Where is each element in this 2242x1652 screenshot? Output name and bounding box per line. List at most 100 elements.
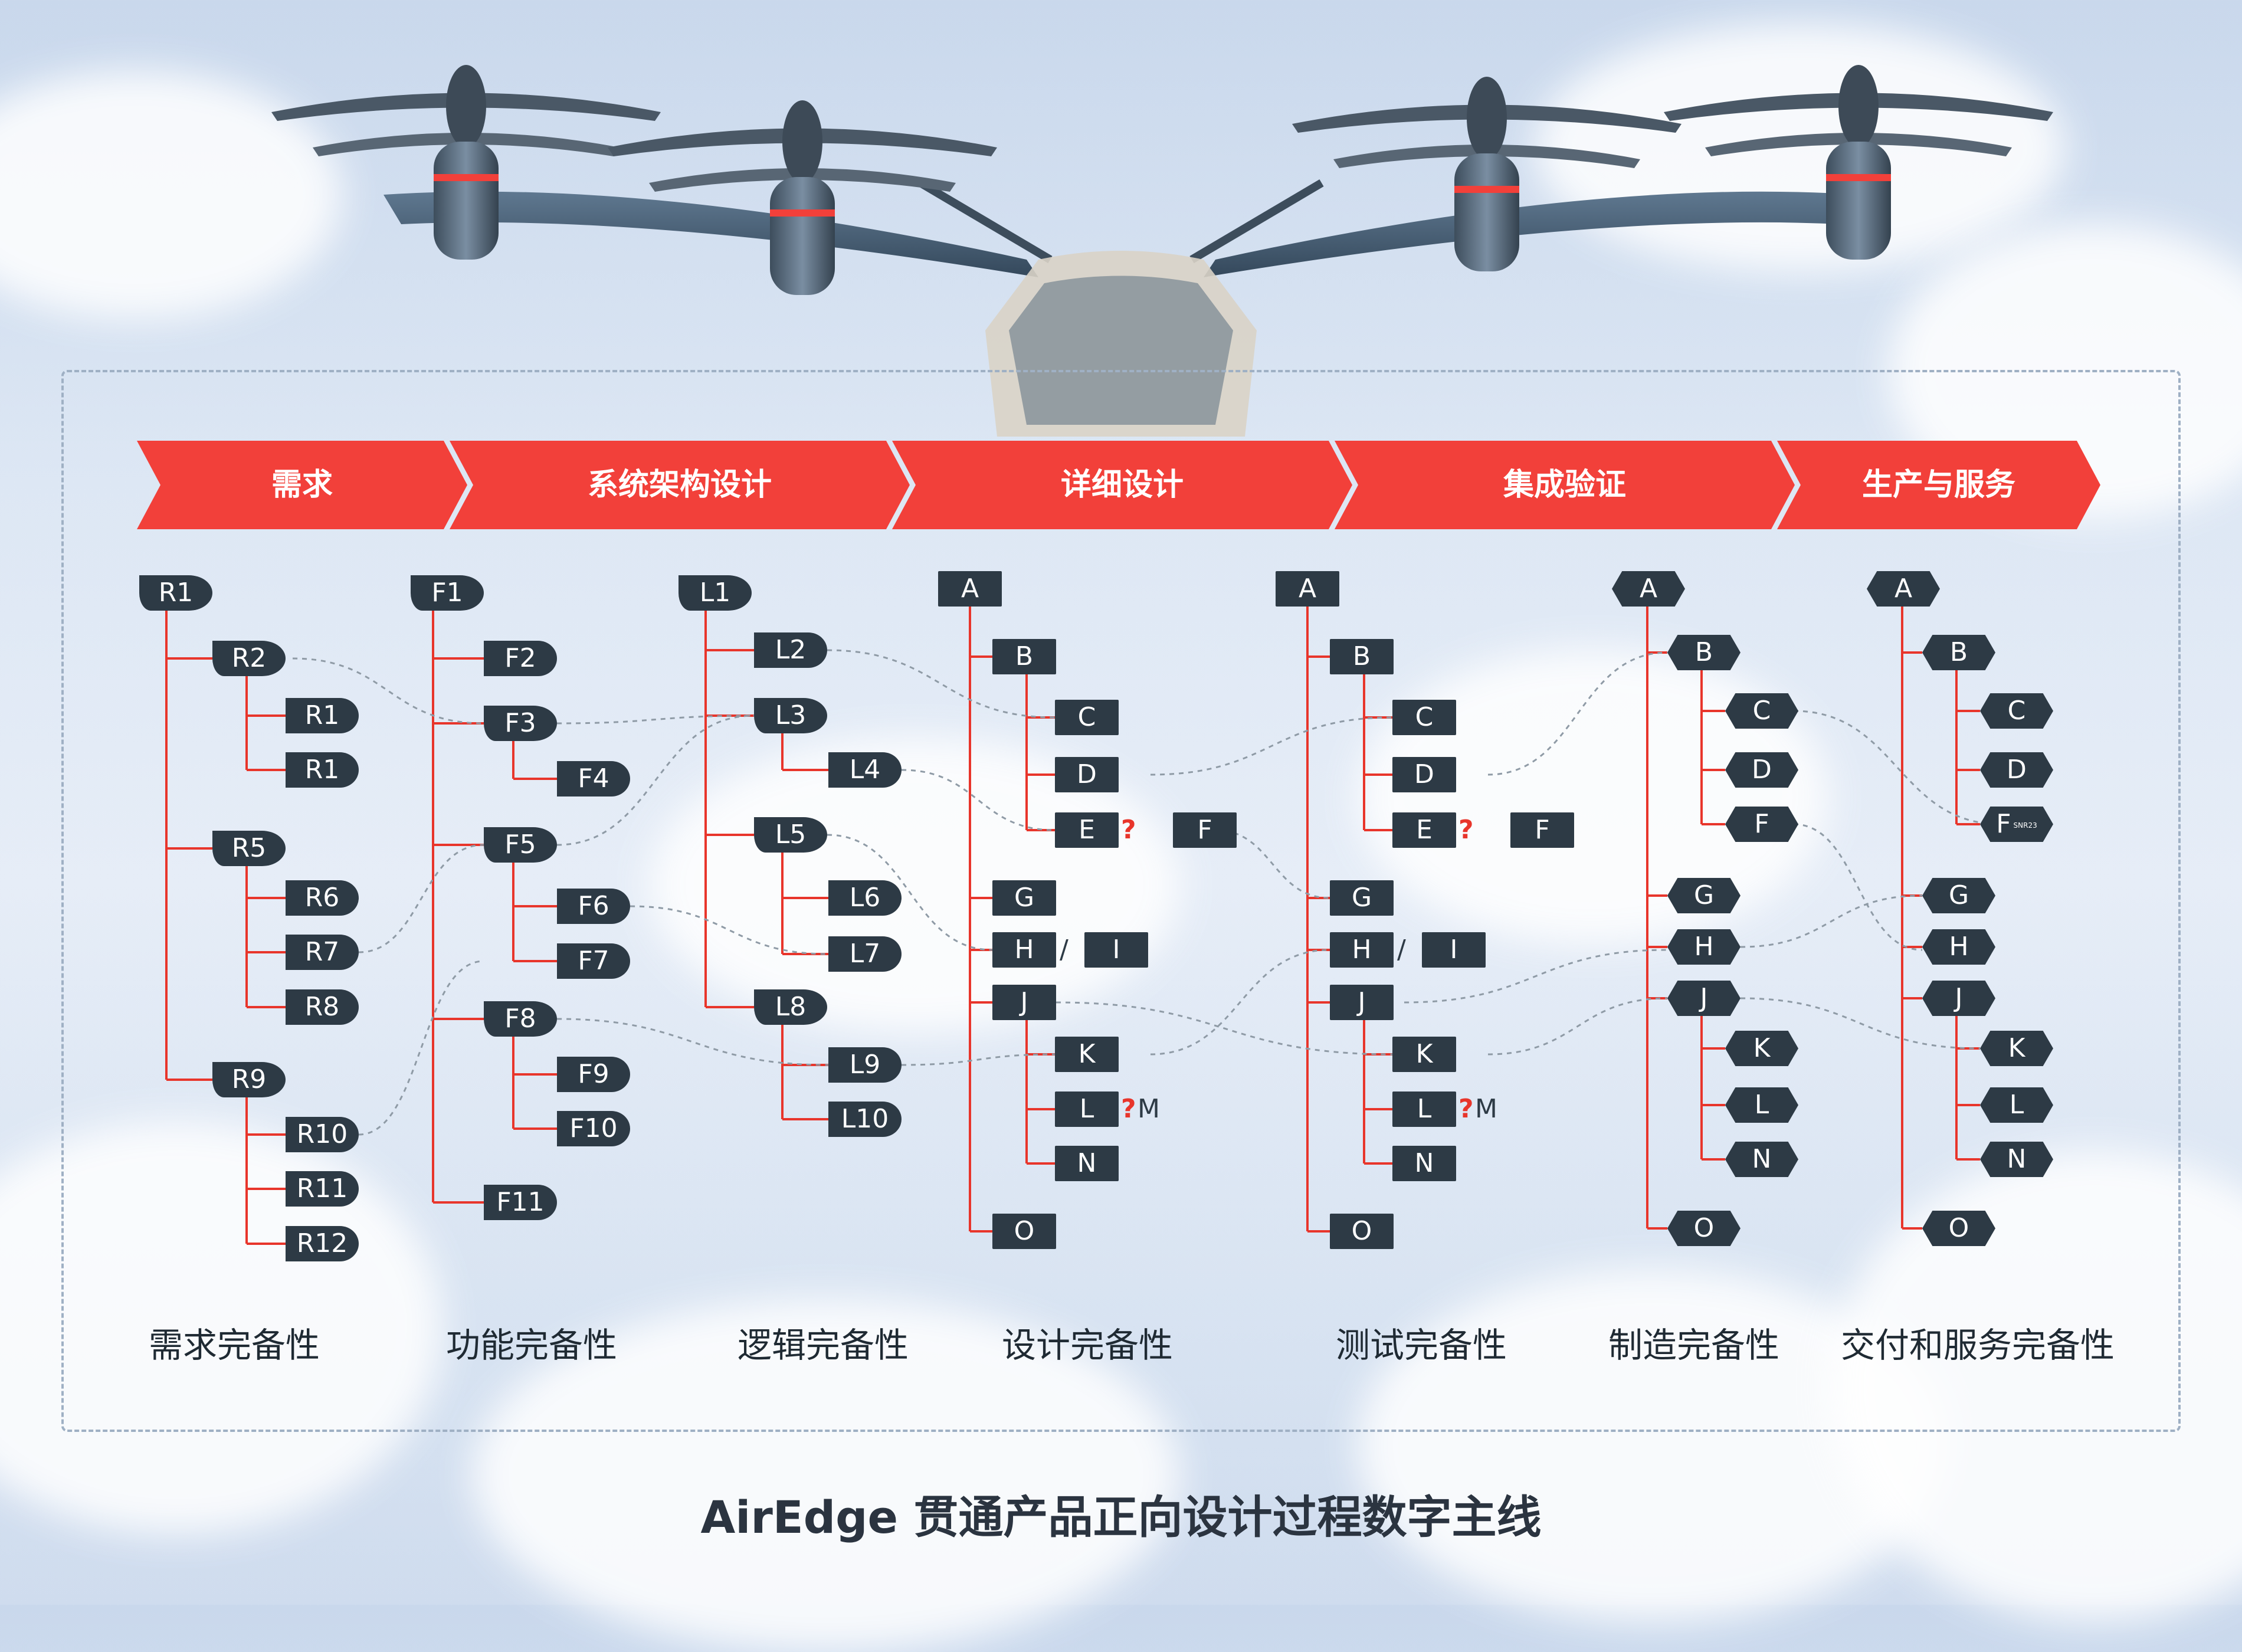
tree-node: B (992, 639, 1056, 674)
tree-node: L (1725, 1087, 1798, 1123)
tree-node: H (1667, 929, 1740, 965)
trace-link (1056, 1001, 1393, 1056)
tree-node: E (1055, 812, 1119, 848)
tree-node: L7 (828, 936, 902, 972)
tree-node: H (1922, 929, 1995, 965)
tree-node: F (1173, 812, 1237, 848)
tree-node: I (1422, 932, 1486, 968)
column-title: 测试完备性 (1336, 1325, 1507, 1365)
trace-link (1740, 997, 1981, 1050)
tree-node: D (1392, 757, 1456, 792)
tree-node: D (1980, 752, 2053, 788)
column-title: 逻辑完备性 (738, 1325, 909, 1365)
column-title: 需求完备性 (149, 1325, 320, 1365)
trace-link (1793, 823, 1923, 951)
tree-node: N (1980, 1142, 2053, 1177)
stage-requirements: 需求 (137, 441, 467, 529)
tree-node: R9 (212, 1062, 286, 1097)
tree-node: F10 (557, 1111, 630, 1146)
tree-node: E (1392, 812, 1456, 848)
tree-node: R12 (286, 1226, 359, 1261)
tree-node: F2 (484, 641, 557, 676)
tree-node: J (1330, 985, 1394, 1020)
trace-link (1150, 949, 1330, 1056)
tree-node: O (1330, 1214, 1394, 1249)
trace-link (556, 1018, 829, 1066)
trace-link (1150, 716, 1393, 776)
tree-node: D (1055, 757, 1119, 792)
trace-link (901, 769, 1056, 831)
tree-node: J (992, 985, 1056, 1020)
tree-node: I (1084, 932, 1148, 968)
tree-node: K (1055, 1037, 1119, 1072)
tree-node: H (1330, 932, 1394, 968)
tree-node: B (1922, 635, 1995, 670)
question-mark: ? (1121, 1094, 1136, 1124)
tree-node: L4 (828, 752, 902, 788)
tree-node: A (938, 571, 1002, 607)
tree-node: O (1922, 1211, 1995, 1246)
slash-mark: / (1397, 935, 1406, 965)
m-label: M (1475, 1094, 1497, 1124)
tree-node: R1 (139, 575, 212, 611)
tree-node: C (1725, 693, 1798, 729)
tree-node: F6 (557, 889, 630, 924)
column-title: 设计完备性 (1002, 1325, 1174, 1365)
tree-node: B (1667, 635, 1740, 670)
tree-node: F3 (484, 706, 557, 741)
tree-node: L10 (828, 1102, 902, 1137)
drone-illustration (271, 65, 2053, 437)
question-mark: ? (1458, 815, 1474, 845)
tree-node: R1 (286, 698, 359, 733)
tree-node: R6 (286, 880, 359, 916)
tree-node: L2 (754, 632, 827, 668)
tree-node: H (992, 932, 1056, 968)
tree-node: R11 (286, 1171, 359, 1207)
stage-label: 生产与服务 (1861, 467, 2015, 503)
trace-link (630, 905, 829, 955)
page-title: AirEdge 贯通产品正向设计过程数字主线 (700, 1491, 1542, 1543)
stage-label: 需求 (271, 467, 333, 503)
tree-node: N (1055, 1146, 1119, 1181)
column-title: 制造完备性 (1608, 1325, 1780, 1365)
tree-node: R8 (286, 989, 359, 1025)
tree-node: O (992, 1214, 1056, 1249)
trace-link (827, 834, 993, 951)
tree-node: D (1725, 752, 1798, 788)
tree-node: C (1055, 700, 1119, 735)
tree-node: C (1980, 693, 2053, 729)
tree-node: G (992, 880, 1056, 916)
question-mark: ? (1121, 815, 1136, 845)
tree-node: L (1392, 1092, 1456, 1127)
stage-label: 详细设计 (1060, 467, 1184, 503)
tree-node: R10 (286, 1117, 359, 1152)
trace-link (358, 960, 484, 1136)
tree-node: F11 (484, 1185, 557, 1220)
slash-mark: / (1060, 935, 1068, 965)
question-mark: ? (1458, 1094, 1474, 1124)
tree-node: R7 (286, 935, 359, 970)
tree-node: L9 (828, 1047, 902, 1083)
tree-node: L5 (754, 817, 827, 853)
tree-node: R1 (286, 752, 359, 788)
stage-architecture: 系统架构设计 (450, 441, 910, 529)
part-number-label: SNR23 (2013, 821, 2037, 830)
stage-label: 集成验证 (1503, 467, 1626, 503)
stage-integration: 集成验证 (1335, 441, 1795, 529)
tree-node: F4 (557, 761, 630, 796)
trace-link (292, 657, 484, 725)
tree-node: A (1276, 571, 1339, 607)
tree-node: G (1667, 878, 1740, 913)
stage-label: 系统架构设计 (587, 467, 772, 503)
stage-production: 生产与服务 (1777, 441, 2100, 529)
tree-node: F7 (557, 943, 630, 979)
tree-node: K (1725, 1031, 1798, 1066)
connection-lines (165, 589, 2002, 1245)
trace-link (556, 714, 755, 846)
tree-node: C (1392, 700, 1456, 735)
tree-node: A (1867, 571, 1940, 607)
tree-node: F5 (484, 827, 557, 863)
column-title: 交付和服务完备性 (1841, 1325, 2115, 1365)
trace-link (1404, 949, 1668, 1004)
tree-node: F (1725, 807, 1798, 842)
